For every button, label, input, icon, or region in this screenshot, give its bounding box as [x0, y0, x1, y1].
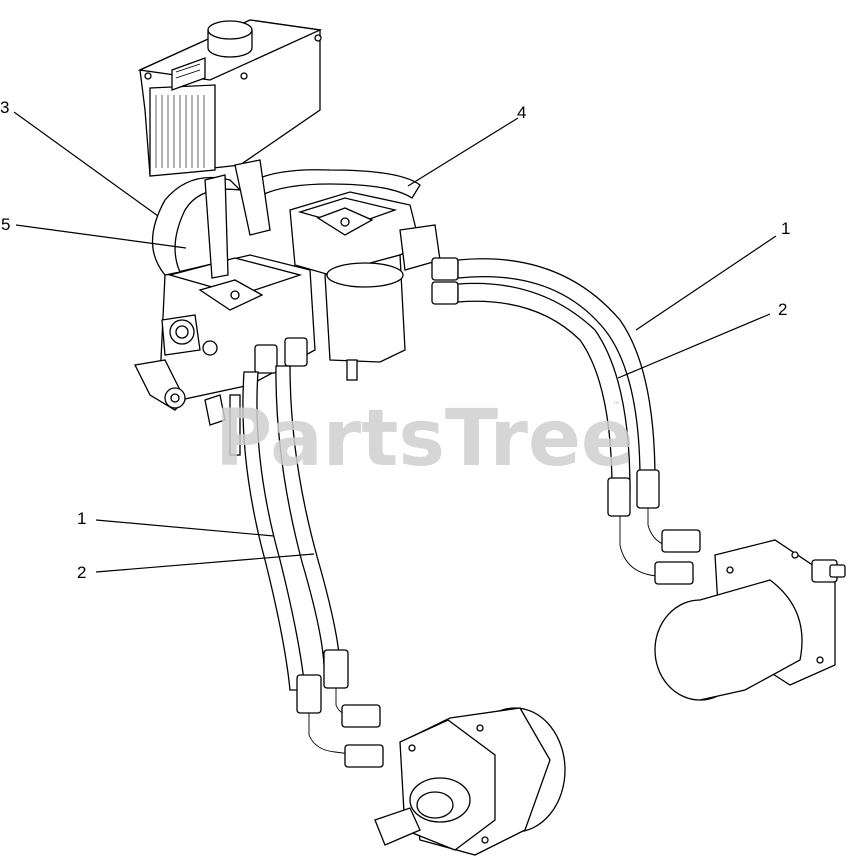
callout-2-left: 2	[77, 563, 86, 582]
watermark-text: PartsTree	[215, 394, 634, 484]
reservoir-hoses	[151, 159, 421, 279]
callout-leaders	[13, 111, 777, 573]
callout-3: 3	[0, 98, 9, 117]
pump-outlet-fittings	[254, 257, 459, 374]
left-hose-pair	[242, 365, 384, 768]
callout-1-right: 1	[781, 219, 790, 238]
callout-2-right: 2	[778, 300, 787, 319]
right-hose-pair	[457, 258, 701, 585]
hydrostatic-pump-right	[289, 191, 441, 381]
left-wheel-motor	[374, 707, 566, 856]
watermark-trademark: ™	[612, 401, 621, 411]
hydraulic-reservoir	[137, 19, 323, 177]
right-wheel-motor	[654, 539, 846, 701]
callout-4: 4	[517, 103, 526, 122]
callout-1-left: 1	[77, 509, 86, 528]
callout-5: 5	[1, 215, 10, 234]
